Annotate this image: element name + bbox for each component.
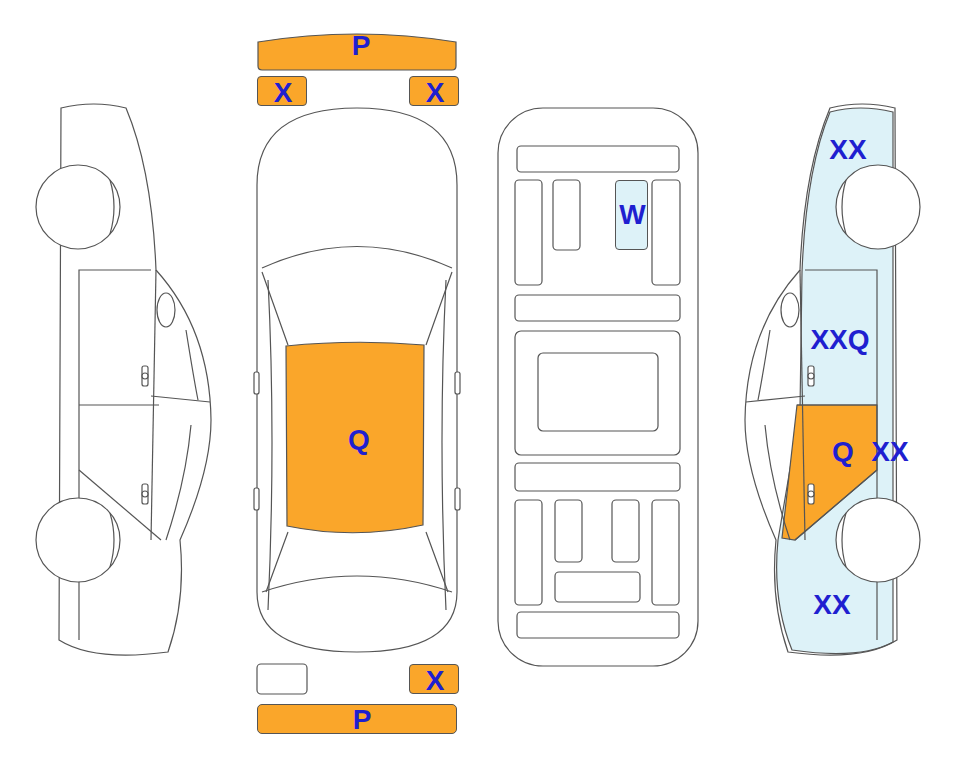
damage-code: W [619, 201, 645, 229]
roof-panel: Q [284, 340, 426, 540]
rear-right-corner-panel: X [409, 664, 459, 694]
right-side-body-panel-outline [777, 108, 893, 654]
rear-door-panel: Q [778, 402, 880, 544]
damage-code: P [353, 706, 372, 734]
damage-code: Q [348, 426, 370, 454]
damage-code: X [426, 79, 445, 107]
roof-panel-outline [286, 342, 424, 533]
damage-code: X [426, 667, 445, 695]
rear-bumper-panel: P [257, 704, 457, 734]
front-bumper-panel: P [257, 30, 457, 72]
rear-door-panel-shape [778, 402, 880, 544]
rear-door-panel-outline [782, 405, 877, 540]
damage-code: XX [871, 438, 908, 466]
front-left-corner-panel: X [257, 76, 307, 106]
damage-code: XX [829, 136, 866, 164]
damage-code: X [274, 79, 293, 107]
right-side-body-panel: XXXXQXXXXQ [765, 100, 900, 665]
damage-code: Q [832, 438, 854, 466]
right-side-body-panel-shape [765, 100, 900, 665]
front-right-corner-panel: X [409, 76, 459, 106]
damage-code: XX [813, 591, 850, 619]
damage-code: XXQ [810, 326, 869, 354]
damage-code: P [352, 32, 371, 60]
seat-panel: W [615, 180, 648, 250]
